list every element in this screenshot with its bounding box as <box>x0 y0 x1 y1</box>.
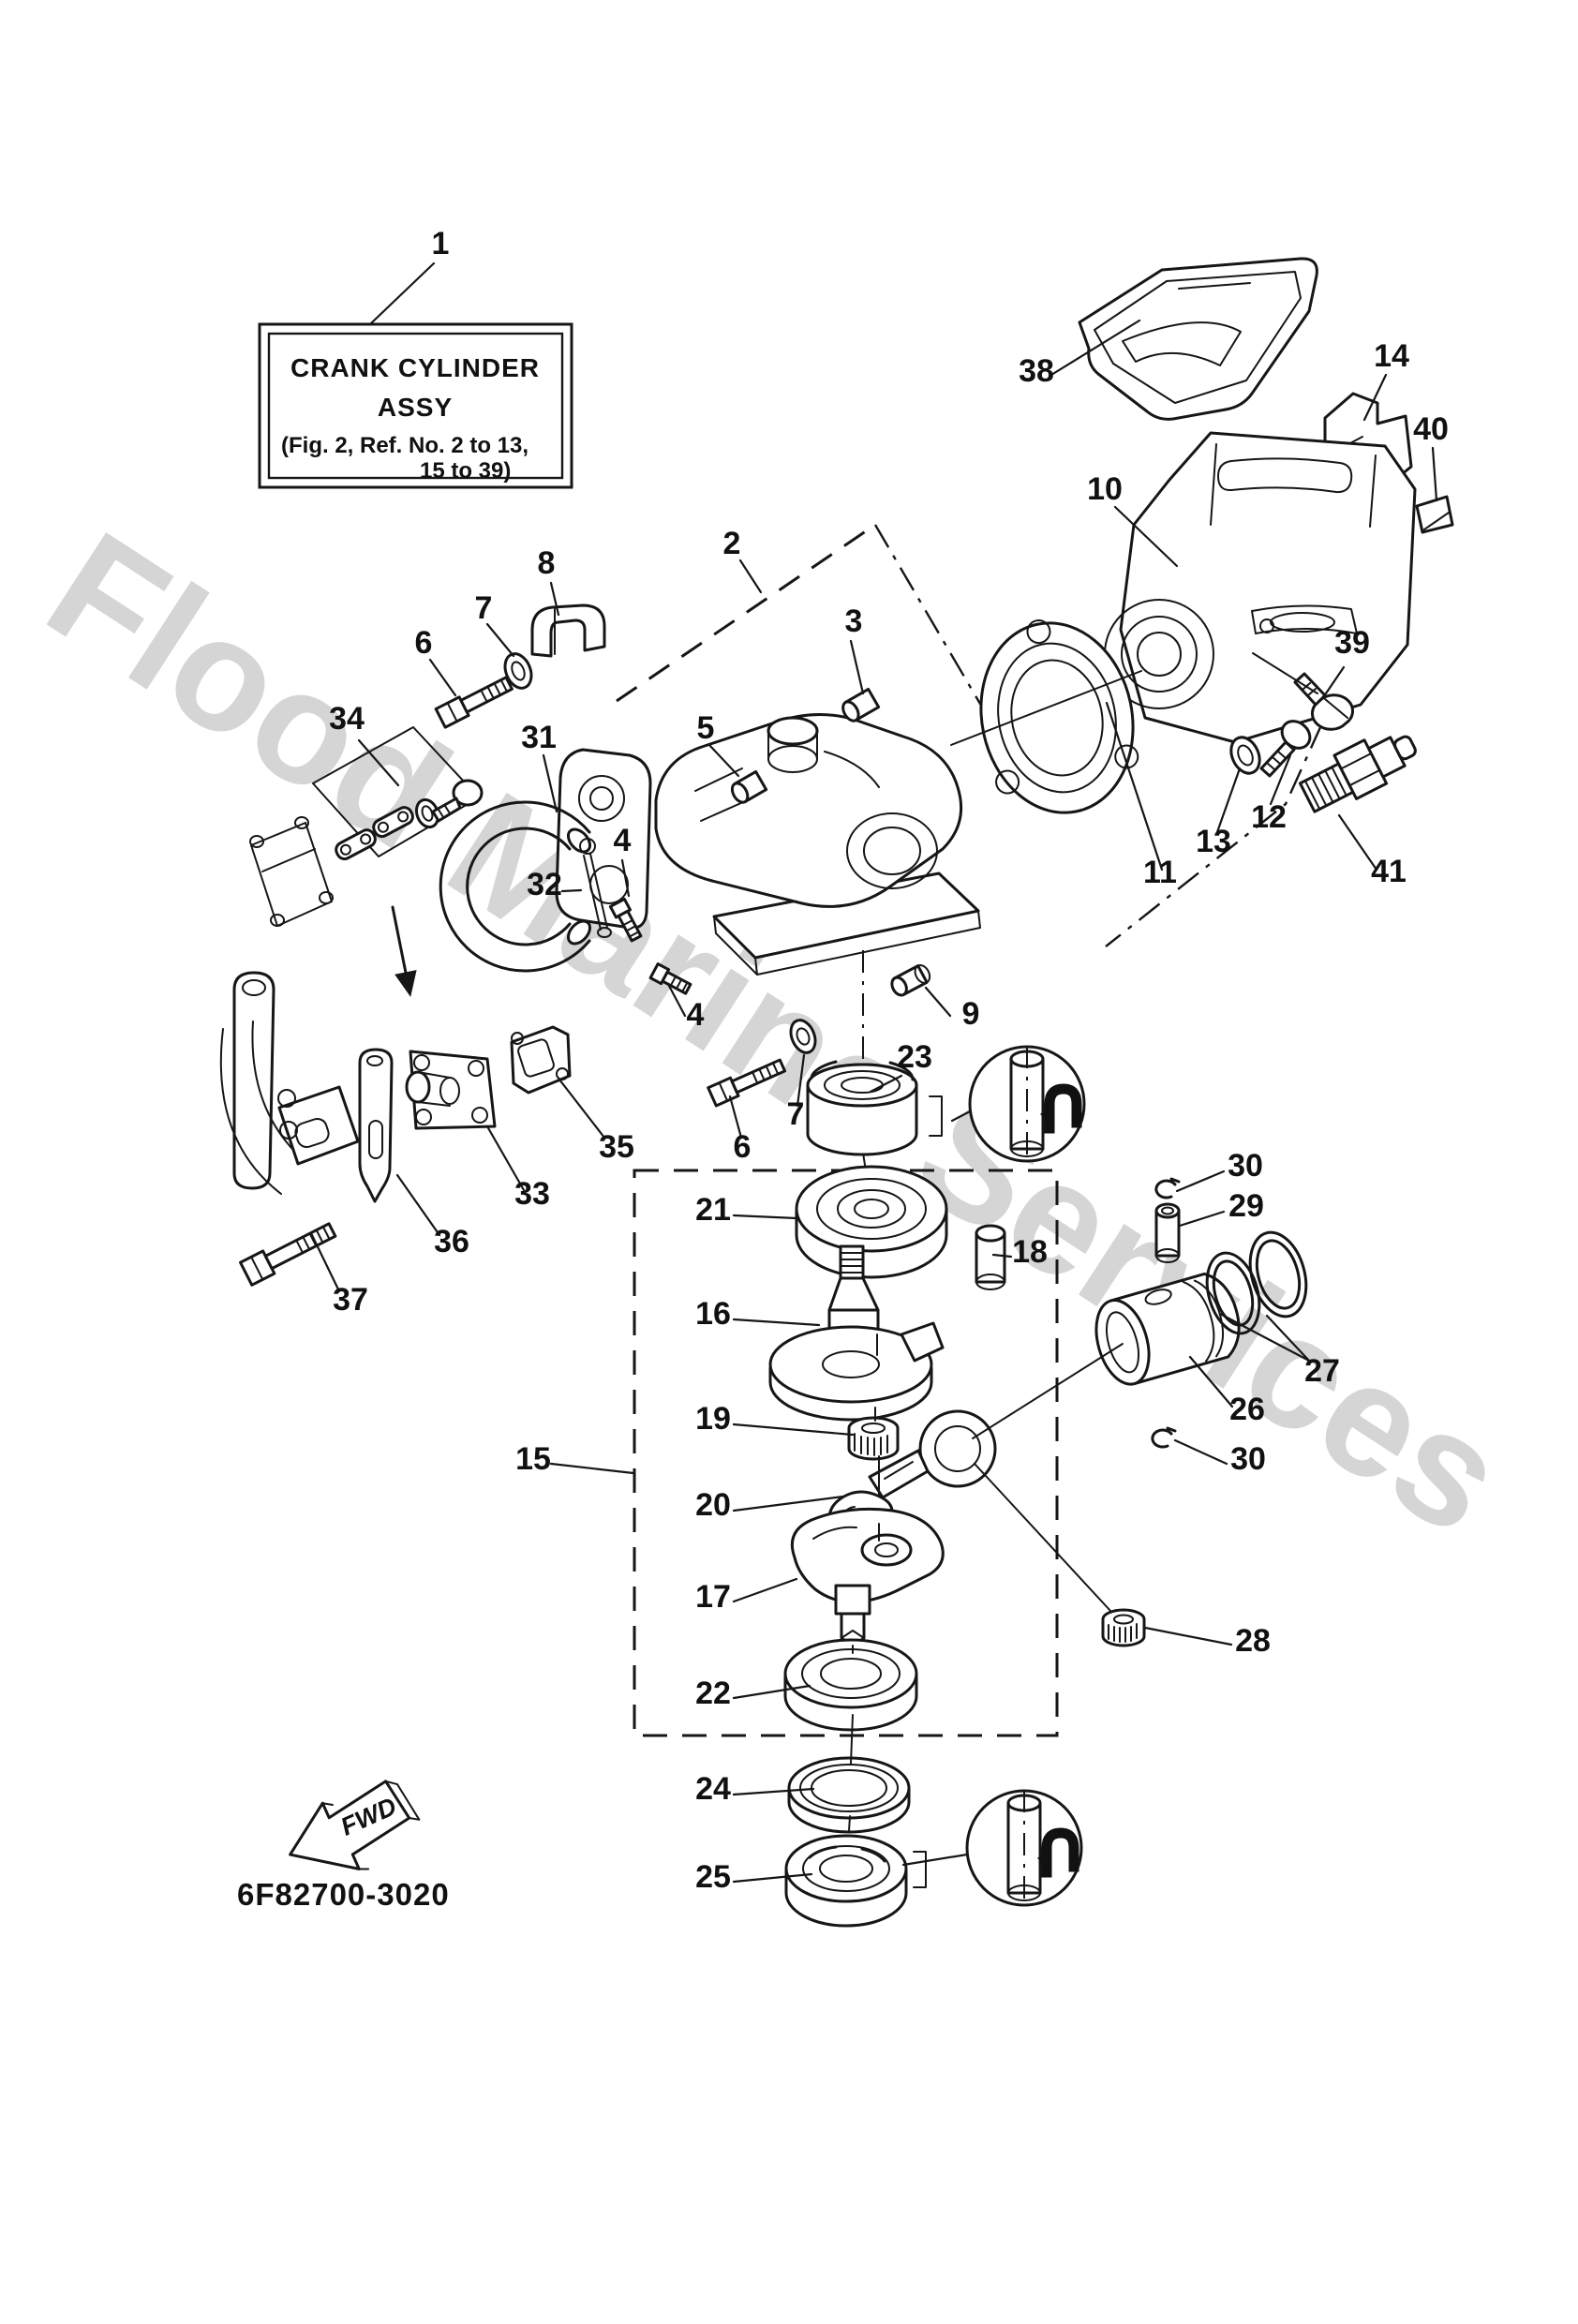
callout-36: 36 <box>434 1224 469 1259</box>
callout-7: 7 <box>475 590 493 626</box>
part-17-crank-web <box>790 1507 945 1648</box>
callout-8: 8 <box>538 545 556 581</box>
callout-26: 26 <box>1229 1392 1265 1427</box>
callout-31: 31 <box>521 720 557 755</box>
callout-15: 15 <box>515 1441 551 1477</box>
part-6-bolt-upper <box>434 676 514 729</box>
callout-25: 25 <box>695 1859 731 1895</box>
part-38-bracket-plate <box>1078 257 1318 421</box>
callout-19: 19 <box>695 1401 731 1437</box>
title-line-4: 15 to 39) <box>420 458 511 484</box>
bearing-detail-inset-lower <box>965 1789 1083 1907</box>
title-line-3: (Fig. 2, Ref. No. 2 to 13, <box>281 433 528 458</box>
callout-10: 10 <box>1087 471 1123 507</box>
part-7-washer-lower <box>789 1019 817 1054</box>
callout-5: 5 <box>697 710 715 746</box>
callout-3: 3 <box>845 603 863 639</box>
leader-lines <box>309 261 1438 1884</box>
bearing-detail-inset-upper <box>968 1045 1086 1163</box>
part-8-clamp <box>530 603 606 658</box>
part-36-damper <box>358 1048 394 1203</box>
part-29-piston-pin <box>1154 1202 1181 1263</box>
part-11-head-gasket <box>979 619 1139 814</box>
callout-6: 6 <box>415 625 433 661</box>
part-23-bearing-upper <box>806 1060 943 1156</box>
callout-13: 13 <box>1196 824 1231 859</box>
part-39-bolt <box>1293 672 1355 731</box>
callout-18: 18 <box>1012 1234 1048 1270</box>
callout-35: 35 <box>599 1129 634 1165</box>
callout-37: 37 <box>333 1282 368 1318</box>
part-31-seal-ring <box>439 800 592 973</box>
part-35-gasket <box>510 1025 572 1095</box>
part-25-bearing-bottom <box>784 1834 927 1928</box>
part-4-bolt-b <box>648 962 692 995</box>
callout-24: 24 <box>695 1771 731 1807</box>
callout-2: 2 <box>723 526 741 561</box>
title-line-2: ASSY <box>378 393 453 422</box>
part-18-dowel-pin <box>975 1224 1006 1290</box>
callout-30: 30 <box>1230 1441 1266 1477</box>
part-33-mount-bracket <box>405 1050 497 1130</box>
callout-29: 29 <box>1228 1188 1264 1224</box>
drawing-number: 6F82700-3020 <box>237 1877 450 1912</box>
callout-38: 38 <box>1019 353 1054 389</box>
callout-40: 40 <box>1413 411 1449 447</box>
callout-28: 28 <box>1235 1623 1271 1659</box>
part-34-clamp-kit <box>312 726 484 997</box>
title-box: CRANK CYLINDER ASSY (Fig. 2, Ref. No. 2 … <box>258 322 573 489</box>
callout-4: 4 <box>687 997 705 1033</box>
part-21-main-bearing <box>795 1165 948 1279</box>
title-line-1: CRANK CYLINDER <box>290 353 540 382</box>
part-13-washer <box>1229 736 1261 775</box>
part-37-bolt <box>239 1222 337 1287</box>
part-19-spline-nut <box>847 1416 900 1461</box>
callout-17: 17 <box>695 1579 731 1615</box>
callout-4: 4 <box>614 823 632 858</box>
callout-23: 23 <box>897 1039 932 1075</box>
callout-27: 27 <box>1304 1353 1340 1389</box>
assembly-lines <box>848 652 1318 1832</box>
callout-11: 11 <box>1143 855 1177 890</box>
part-10-crankcase <box>1104 431 1417 744</box>
callout-32: 32 <box>527 867 562 902</box>
part-3-dowel <box>841 687 881 723</box>
part-4-bolt-a <box>608 897 643 943</box>
callout-7: 7 <box>787 1096 805 1132</box>
callout-33: 33 <box>514 1176 550 1212</box>
part-26-piston <box>1094 1272 1241 1386</box>
part-9-dowel-pin <box>890 964 931 997</box>
callout-16: 16 <box>695 1296 731 1332</box>
callout-30: 30 <box>1228 1148 1263 1184</box>
part-12-bolt <box>1259 720 1312 778</box>
part-16-crankshaft <box>768 1244 945 1422</box>
callout-34: 34 <box>329 701 365 737</box>
part-5-plug <box>730 769 768 804</box>
callout-14: 14 <box>1374 338 1409 374</box>
callout-1: 1 <box>432 226 450 261</box>
callout-22: 22 <box>695 1676 731 1711</box>
callout-6: 6 <box>734 1129 752 1165</box>
part-30-pin-clips <box>1151 1177 1181 1449</box>
part-28-spline-nut <box>1101 1608 1146 1647</box>
part-32-rod <box>579 838 612 938</box>
callout-9: 9 <box>962 996 980 1032</box>
part-36-mount-arm-group <box>219 816 360 1195</box>
callout-21: 21 <box>695 1192 731 1228</box>
part-2-cylinder-body <box>654 713 981 976</box>
part-22-bearing-lower <box>783 1638 918 1732</box>
callout-12: 12 <box>1251 799 1287 835</box>
part-40-clip <box>1415 495 1454 534</box>
callout-39: 39 <box>1334 625 1370 661</box>
callout-41: 41 <box>1371 854 1407 889</box>
callout-20: 20 <box>695 1487 731 1523</box>
part-41-spark-plug <box>1298 735 1417 813</box>
